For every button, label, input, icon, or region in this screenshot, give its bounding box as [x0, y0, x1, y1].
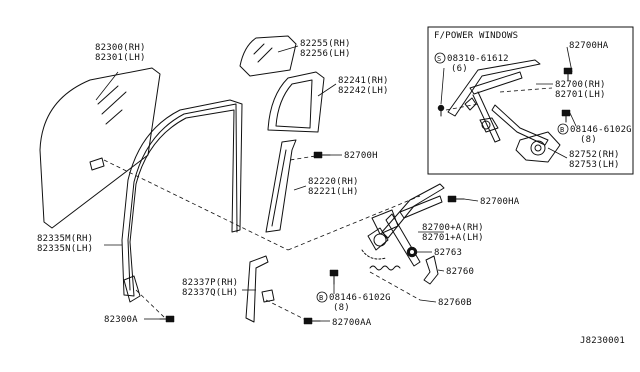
handle-82760-icon: [423, 255, 439, 285]
inset-circle-b-icon: [557, 123, 569, 135]
bolt-08146-main-icon: [329, 269, 339, 285]
inset-circle-b-glyph: B: [560, 126, 564, 134]
label-inset-82753-lh: 82753(LH): [569, 160, 620, 170]
label-82301-lh: 82301(LH): [95, 53, 146, 63]
circle-s-icon: [434, 52, 446, 64]
door-glass-82300: [39, 67, 161, 229]
inset-title: F/POWER WINDOWS: [434, 31, 518, 41]
regulator-82700a: [361, 183, 445, 267]
label-82335m-rh: 82335M(RH): [37, 234, 93, 244]
label-08146-main: 08146-6102G: [329, 293, 391, 303]
circle-s-glyph: S: [437, 55, 441, 63]
label-82241-rh: 82241(RH): [338, 76, 389, 86]
bolt-82700ha-main-icon: [447, 195, 465, 203]
bolt-82700h-icon: [313, 151, 331, 159]
label-82701a-lh: 82701+A(LH): [422, 233, 484, 243]
corner-seal-82241: [267, 71, 325, 133]
circle-b-icon: [316, 291, 328, 303]
label-82255-rh: 82255(RH): [300, 39, 351, 49]
spring-82760b-icon: [369, 265, 401, 271]
label-82221-lh: 82221(LH): [308, 187, 359, 197]
label-08310-qty: (6): [451, 64, 468, 74]
label-08310-61612: 08310-61612: [447, 54, 509, 64]
label-82337q-lh: 82337Q(LH): [182, 288, 238, 298]
label-82760: 82760: [446, 267, 474, 277]
label-82700h: 82700H: [344, 151, 378, 161]
sash-82335m: [121, 99, 243, 303]
label-inset-82700ha: 82700HA: [569, 41, 609, 51]
bolt-82700aa-icon: [303, 317, 321, 325]
inset-bolt-08146-icon: [561, 109, 571, 123]
channel-82220: [265, 139, 297, 233]
label-inset-82752-rh: 82752(RH): [569, 150, 620, 160]
inset-regulator-assembly: [447, 59, 549, 146]
label-82700a-rh: 82700+A(RH): [422, 223, 484, 233]
inset-box: [427, 26, 634, 175]
diagram-code: J8230001: [580, 336, 625, 346]
label-82300-rh: 82300(RH): [95, 43, 146, 53]
label-82763: 82763: [434, 248, 462, 258]
label-inset-82701-lh: 82701(LH): [555, 90, 606, 100]
bolt-82300a-icon: [159, 315, 175, 323]
label-82300a: 82300A: [104, 315, 138, 325]
channel-82337p: [245, 255, 275, 323]
inset-screw-08310-icon: [437, 104, 445, 117]
inset-motor-82752: [515, 131, 561, 163]
inset-bolt-82700ha-icon: [563, 67, 573, 81]
label-inset-08146-qty: (8): [580, 135, 597, 145]
label-82256-lh: 82256(LH): [300, 49, 351, 59]
label-82337p-rh: 82337P(RH): [182, 278, 238, 288]
label-82700aa: 82700AA: [332, 318, 372, 328]
corner-glass-82255: [239, 35, 297, 77]
label-08146-main-qty: (8): [333, 303, 350, 313]
clip-82763-icon: [406, 246, 418, 258]
label-inset-08146: 08146-6102G: [570, 125, 632, 135]
label-82220-rh: 82220(RH): [308, 177, 359, 187]
label-inset-82700-rh: 82700(RH): [555, 80, 606, 90]
label-82700ha-main: 82700HA: [480, 197, 520, 207]
label-82760b: 82760B: [438, 298, 472, 308]
circle-b-glyph: B: [319, 294, 323, 302]
label-82335n-lh: 82335N(LH): [37, 244, 93, 254]
label-82242-lh: 82242(LH): [338, 86, 389, 96]
